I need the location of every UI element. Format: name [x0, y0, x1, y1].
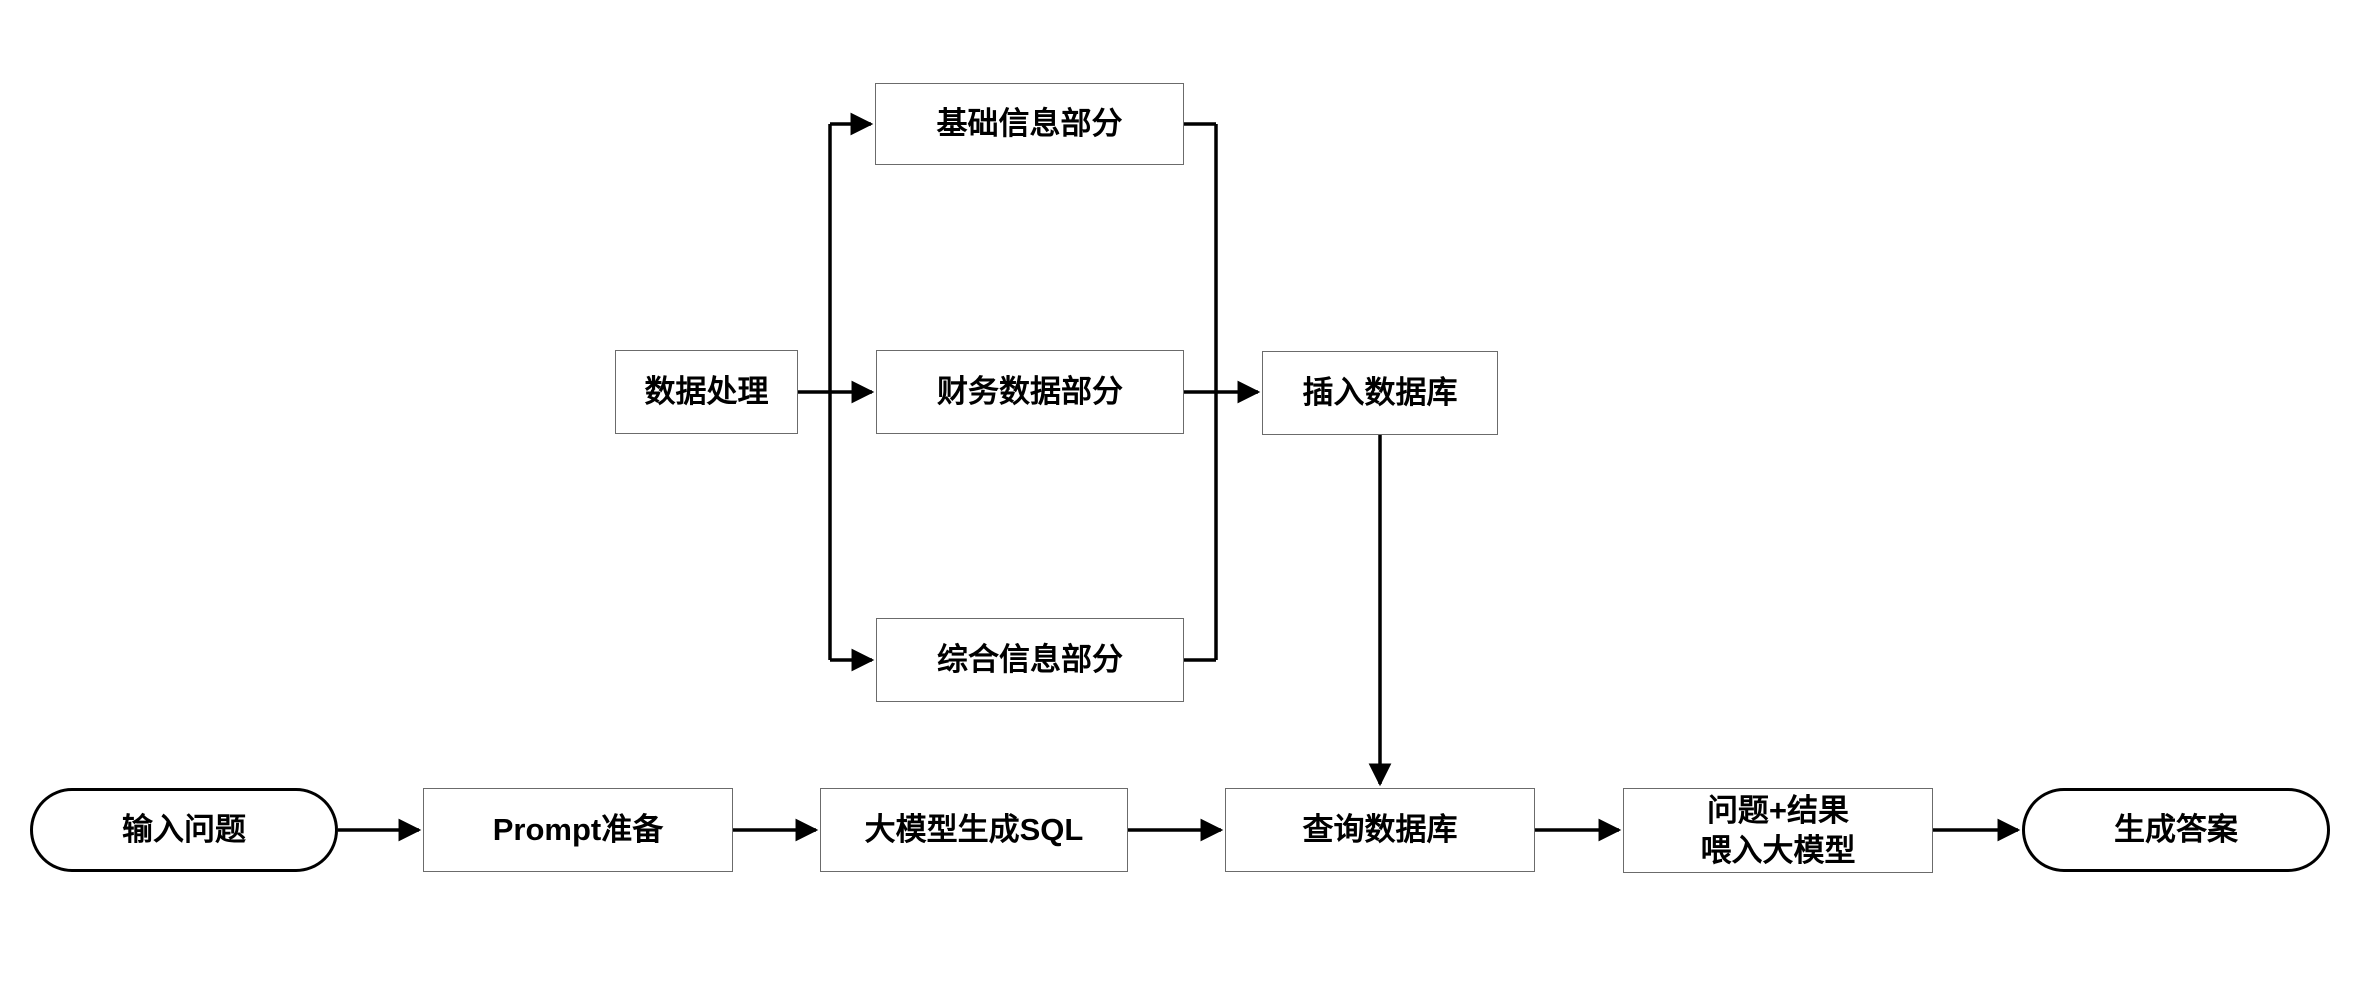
- node-llm-generate-sql: 大模型生成SQL: [820, 788, 1128, 872]
- node-feed-llm-label-line1: 问题+结果: [1706, 792, 1850, 828]
- node-comprehensive-info-label: 综合信息部分: [937, 642, 1123, 677]
- node-input-question-label: 输入问题: [122, 812, 246, 847]
- node-prompt-prep: Prompt准备: [423, 788, 733, 872]
- node-insert-db: 插入数据库: [1262, 351, 1498, 435]
- node-feed-llm-label-line2: 喂入大模型: [1700, 832, 1856, 868]
- node-llm-generate-sql-label: 大模型生成SQL: [864, 812, 1084, 847]
- node-query-db-label: 查询数据库: [1302, 812, 1458, 847]
- node-data-processing-label: 数据处理: [644, 374, 769, 409]
- node-generate-answer: 生成答案: [2022, 788, 2330, 872]
- node-comprehensive-info: 综合信息部分: [876, 618, 1184, 702]
- node-data-processing: 数据处理: [615, 350, 798, 434]
- node-financial-data: 财务数据部分: [876, 350, 1184, 434]
- node-query-db: 查询数据库: [1225, 788, 1535, 872]
- node-financial-data-label: 财务数据部分: [937, 374, 1123, 409]
- node-prompt-prep-label: Prompt准备: [492, 812, 664, 847]
- node-input-question: 输入问题: [30, 788, 338, 872]
- node-basic-info: 基础信息部分: [875, 83, 1184, 165]
- node-feed-llm: 问题+结果 喂入大模型: [1623, 788, 1933, 873]
- node-basic-info-label: 基础信息部分: [936, 106, 1123, 141]
- node-generate-answer-label: 生成答案: [2114, 812, 2238, 847]
- node-insert-db-label: 插入数据库: [1302, 375, 1458, 410]
